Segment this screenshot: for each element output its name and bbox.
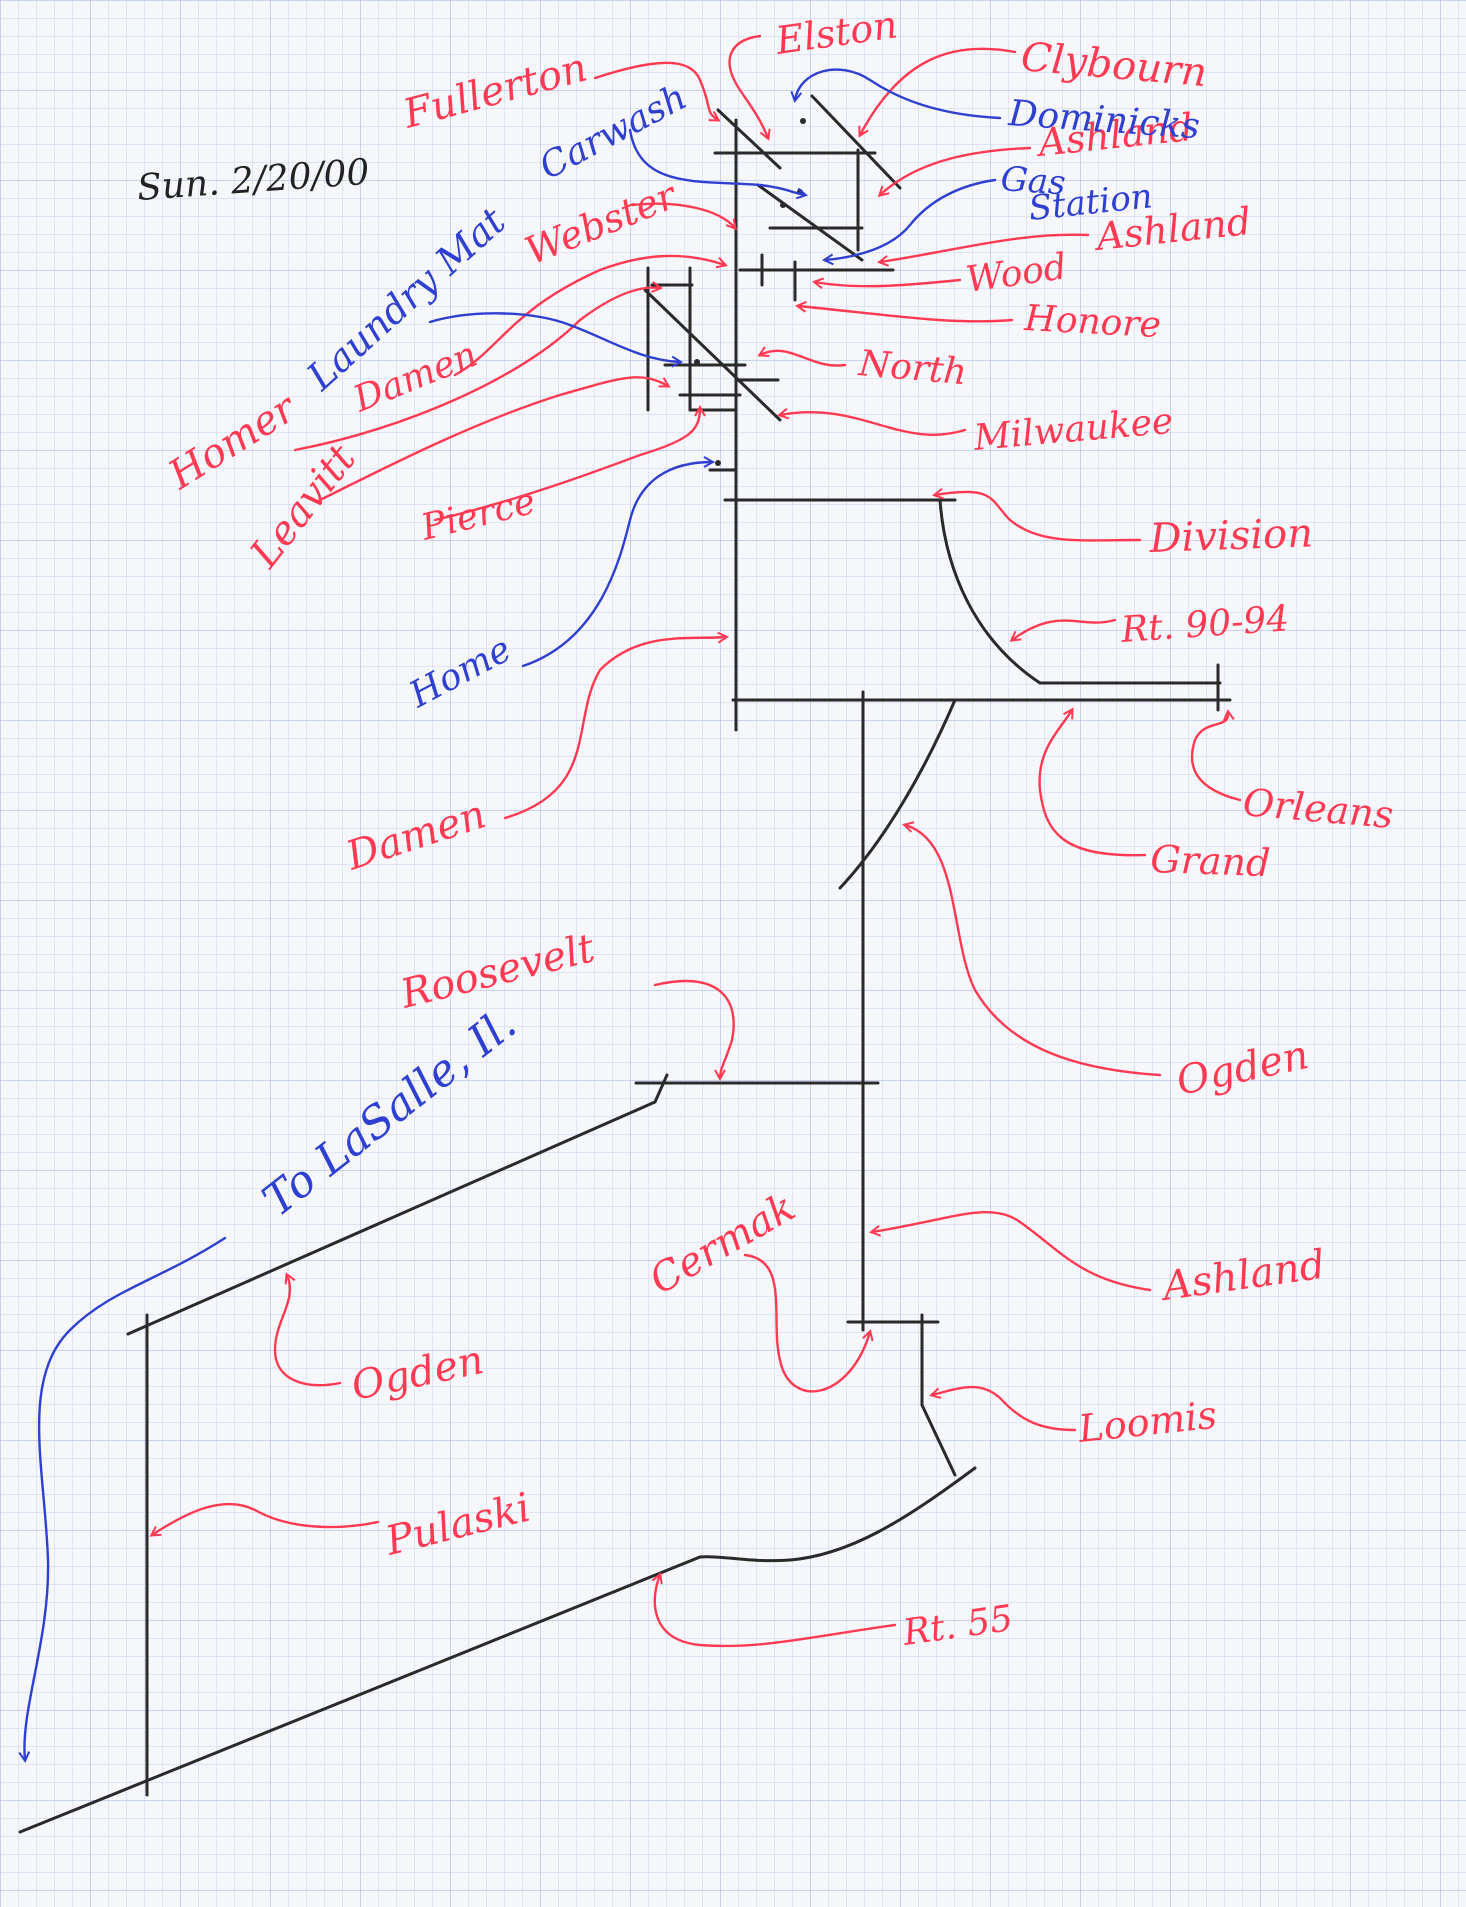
damen-top-arrow <box>453 254 725 377</box>
cermak-arrow <box>743 1253 870 1393</box>
street-label-honore: Honore <box>1023 298 1162 346</box>
home-marker <box>715 460 721 466</box>
rt-90-94-arrow <box>1012 618 1117 640</box>
honore-arrow <box>798 306 1014 323</box>
wood-arrow <box>815 280 962 286</box>
milwaukee-arrow <box>780 412 967 436</box>
homer-arrow <box>293 288 660 452</box>
clybourn-road <box>810 94 902 190</box>
ogden-sw-road <box>126 1073 669 1336</box>
dominicks-marker <box>800 118 806 124</box>
gas-station-arrow <box>825 178 997 260</box>
elston-road <box>716 108 782 170</box>
damen-arrow <box>503 637 726 820</box>
orleans-arrow <box>1190 712 1242 802</box>
rt-55-road <box>18 1466 977 1834</box>
roosevelt-arrow <box>653 979 735 1078</box>
milwaukee-lower-road <box>643 288 782 422</box>
rt-90-94-road <box>938 498 1222 685</box>
pierce-arrow <box>433 408 700 522</box>
loomis-arrow <box>932 1385 1077 1432</box>
ogden-sw-arrow <box>273 1275 342 1387</box>
street-arrows <box>152 34 1242 1648</box>
loomis-road <box>920 1313 957 1477</box>
home-arrow <box>521 462 712 668</box>
clybourn-arrow <box>860 47 1017 135</box>
carwash-arrow <box>628 128 805 195</box>
ashland-mid-arrow <box>880 233 1090 262</box>
milwaukee-road <box>756 183 864 262</box>
fullerton-arrow <box>593 61 718 120</box>
to-lasalle-arrow <box>24 1236 227 1760</box>
laundry-mat-marker <box>694 359 700 365</box>
place-arrows <box>24 68 1002 1760</box>
north-arrow <box>760 351 847 367</box>
ogden-road <box>838 698 957 890</box>
grand-arrow <box>1038 710 1147 857</box>
pulaski-arrow <box>152 1502 380 1535</box>
elston-arrow <box>728 34 768 138</box>
ashland-arrow <box>872 1210 1152 1292</box>
webster-arrow <box>630 202 735 228</box>
place-label-gas: Gas <box>999 159 1067 203</box>
ogden-arrow <box>905 825 1162 1077</box>
leavitt-arrow <box>318 376 668 502</box>
carwash-marker <box>780 202 786 208</box>
roads <box>18 94 1232 1834</box>
street-label-division: Division <box>1148 510 1314 562</box>
ashland-top-arrow <box>880 146 1032 195</box>
rt-55-arrow <box>655 1575 897 1648</box>
dominicks-arrow <box>795 68 1002 120</box>
laundry-mat-arrow <box>428 312 680 362</box>
division-arrow <box>935 492 1142 542</box>
street-label-north: North <box>856 343 968 393</box>
street-label-grand: Grand <box>1150 837 1271 885</box>
